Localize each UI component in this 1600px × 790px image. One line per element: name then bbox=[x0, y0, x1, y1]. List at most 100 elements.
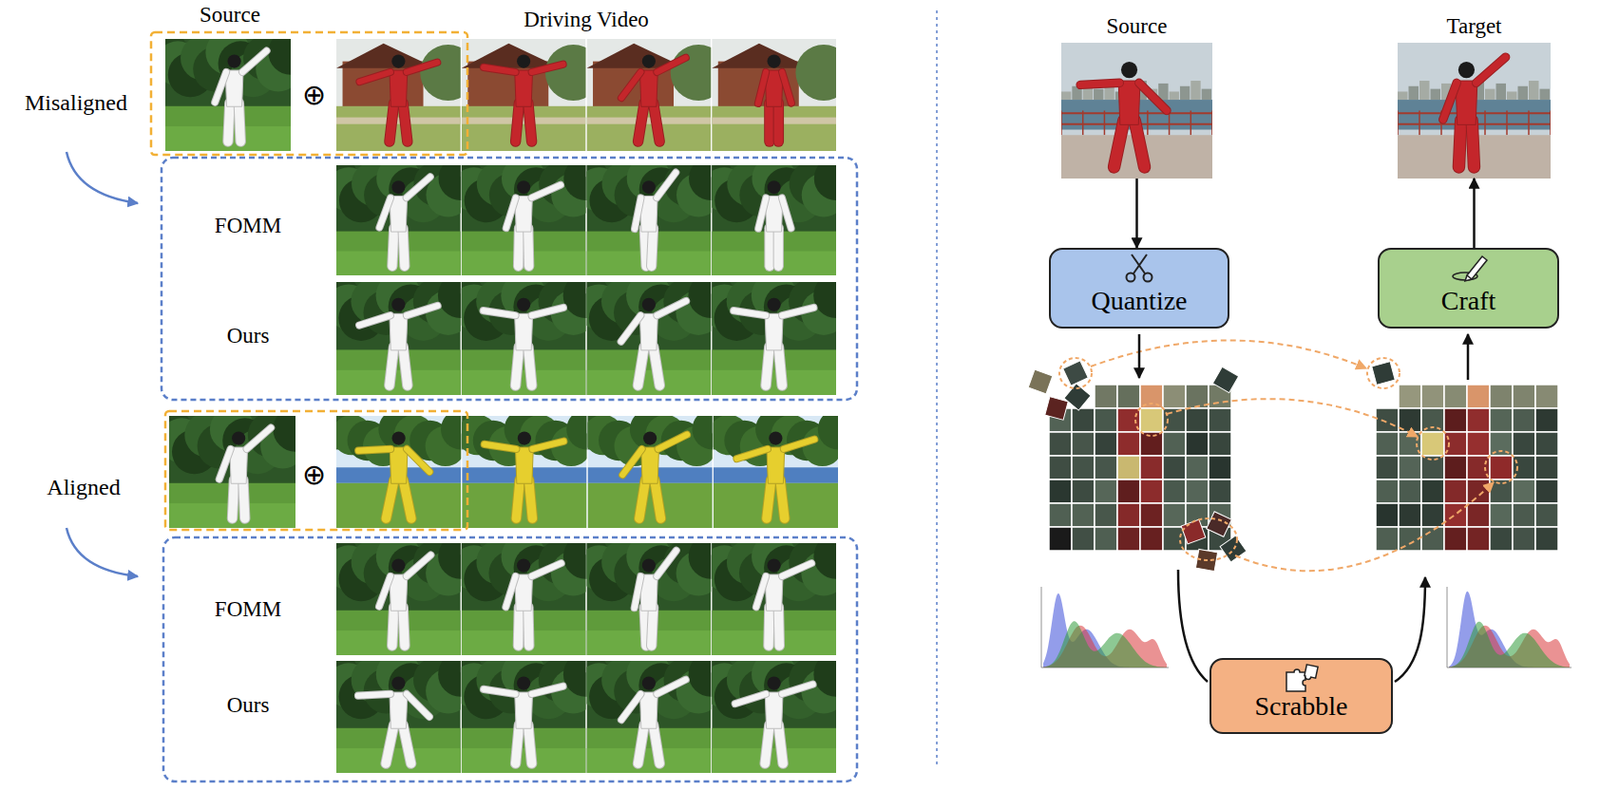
sky bbox=[1397, 42, 1551, 179]
panel-divider bbox=[935, 10, 938, 765]
limb-outline bbox=[781, 307, 814, 316]
limb-outline bbox=[733, 310, 766, 316]
limb bbox=[653, 724, 661, 764]
grid-cell bbox=[1444, 503, 1467, 528]
bush bbox=[438, 165, 461, 201]
limb bbox=[243, 479, 246, 519]
limb bbox=[531, 185, 561, 199]
grid-cell bbox=[1208, 479, 1232, 504]
limb bbox=[358, 449, 391, 452]
frame-content bbox=[461, 165, 587, 276]
grid-cell bbox=[1535, 432, 1559, 457]
limb-outline bbox=[637, 346, 645, 386]
limb-outline bbox=[389, 102, 395, 142]
photo-frame bbox=[564, 534, 734, 656]
railing bbox=[1527, 111, 1530, 136]
grid-cell bbox=[1185, 408, 1209, 433]
head bbox=[228, 55, 242, 69]
grid-cell bbox=[1398, 432, 1422, 457]
railing bbox=[1190, 111, 1193, 136]
pencil bbox=[1465, 256, 1487, 282]
scissors-blade bbox=[1131, 254, 1145, 274]
limb-outline bbox=[656, 301, 686, 316]
limb-outline bbox=[1458, 120, 1461, 168]
limb-outline bbox=[634, 197, 642, 229]
head bbox=[642, 559, 656, 573]
target-image: Target bbox=[1397, 42, 1551, 179]
limb bbox=[1471, 120, 1474, 168]
limb bbox=[780, 479, 785, 519]
grass bbox=[713, 483, 839, 529]
grass bbox=[336, 748, 461, 774]
building bbox=[1506, 91, 1518, 100]
tree bbox=[692, 416, 713, 450]
limb bbox=[658, 435, 687, 450]
path bbox=[587, 117, 712, 125]
transfer-arc bbox=[1235, 482, 1494, 572]
limb bbox=[402, 607, 405, 647]
flow-arrow bbox=[1135, 178, 1139, 248]
limb-outline bbox=[766, 479, 772, 519]
frame-content bbox=[336, 165, 461, 276]
bush bbox=[438, 661, 461, 698]
building bbox=[1397, 91, 1409, 100]
limb bbox=[621, 72, 641, 98]
photo-frame bbox=[313, 652, 483, 774]
limb bbox=[621, 315, 642, 342]
grid-cell bbox=[1117, 384, 1141, 409]
bush bbox=[813, 543, 837, 580]
limb-outline bbox=[515, 724, 520, 764]
limb-outline bbox=[653, 724, 661, 764]
limb bbox=[656, 57, 686, 73]
puzzle-piece bbox=[1286, 669, 1306, 692]
scissors-handle bbox=[1126, 273, 1136, 283]
photo-frame bbox=[564, 156, 733, 276]
limb-outline bbox=[242, 50, 267, 72]
scissors-handle bbox=[1143, 273, 1153, 283]
limb bbox=[392, 607, 395, 647]
limb bbox=[774, 228, 783, 267]
grid-cell bbox=[1466, 384, 1490, 409]
head bbox=[642, 298, 656, 312]
scissors-blade bbox=[1133, 254, 1147, 274]
building bbox=[1061, 91, 1071, 100]
photo-frame bbox=[1397, 42, 1551, 179]
head bbox=[516, 55, 531, 69]
limb-outline bbox=[402, 724, 411, 764]
torso bbox=[766, 447, 785, 484]
limb-outline bbox=[639, 479, 647, 519]
source-image: Source bbox=[1061, 42, 1213, 179]
limb bbox=[1458, 120, 1461, 168]
grid-cell bbox=[1140, 408, 1163, 433]
puzzle-piece bbox=[1303, 665, 1318, 682]
torso bbox=[764, 313, 783, 351]
frame-content bbox=[1397, 42, 1551, 179]
limb bbox=[765, 346, 770, 386]
limb bbox=[402, 228, 405, 267]
limb bbox=[766, 479, 772, 519]
grid-cell bbox=[1535, 408, 1559, 433]
limb-outline bbox=[654, 479, 662, 519]
head bbox=[1458, 61, 1475, 78]
grid-cell bbox=[1535, 503, 1559, 528]
limb-outline bbox=[773, 607, 785, 647]
grid-cell bbox=[1444, 384, 1467, 409]
photo-frame bbox=[1061, 42, 1213, 179]
limb bbox=[505, 576, 515, 608]
limb-outline bbox=[764, 724, 770, 764]
grid-cell bbox=[1466, 456, 1490, 480]
limb bbox=[781, 685, 813, 695]
grid-cell bbox=[1444, 479, 1467, 504]
limb-outline bbox=[379, 197, 391, 228]
torso bbox=[514, 313, 534, 351]
grid-cell bbox=[1535, 527, 1559, 552]
grid-cell bbox=[1094, 432, 1118, 457]
text-label: Driving Video bbox=[523, 7, 649, 32]
highlight-ring bbox=[1180, 518, 1238, 561]
building bbox=[1190, 80, 1200, 100]
torso bbox=[389, 70, 408, 107]
highlight-ring bbox=[1135, 403, 1168, 437]
grid-cell bbox=[1048, 479, 1072, 504]
bush bbox=[687, 282, 711, 319]
grid-cell bbox=[1466, 432, 1490, 457]
